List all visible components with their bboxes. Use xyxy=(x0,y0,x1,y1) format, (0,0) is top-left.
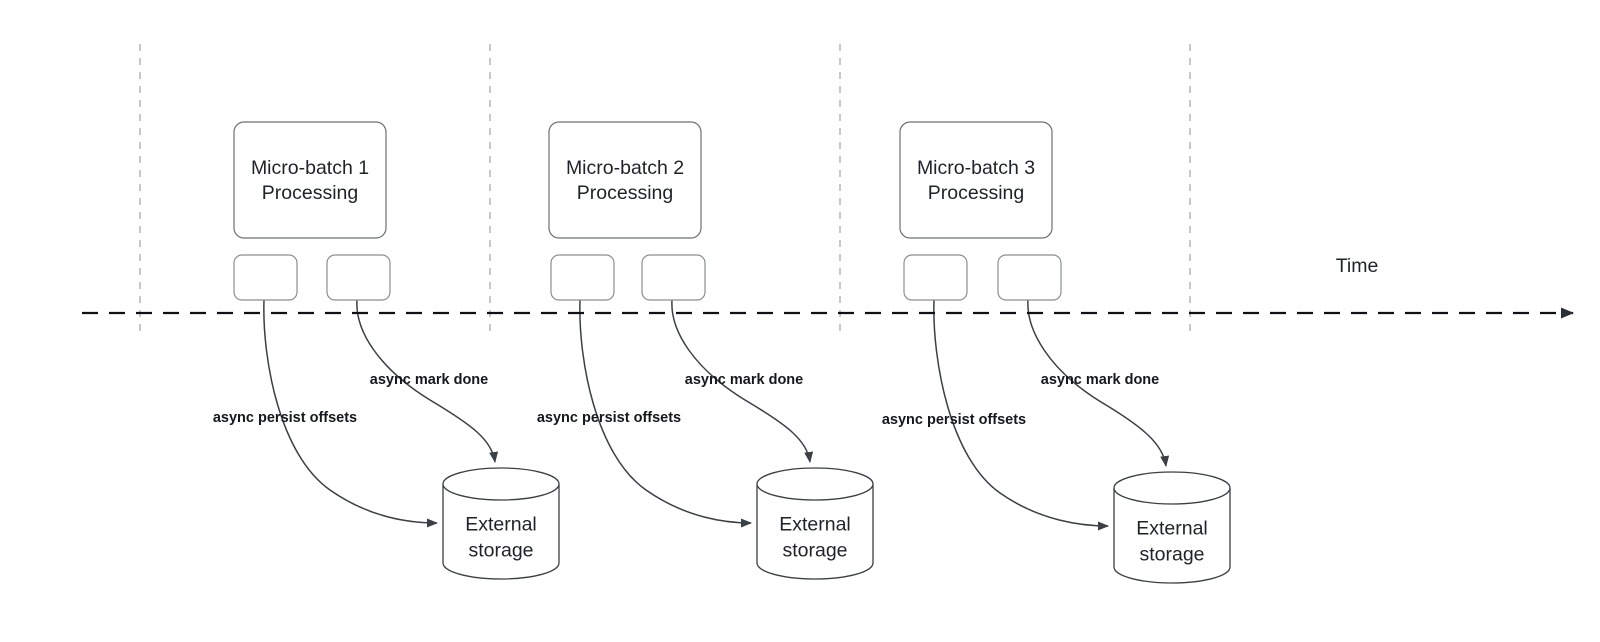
storage-cylinder-top xyxy=(442,467,560,501)
time-axis-label: Time xyxy=(1336,255,1379,277)
edge-mark-done xyxy=(1027,299,1170,467)
edge-mark-done-label: async mark done xyxy=(1041,372,1159,388)
storage-cylinder-body[interactable] xyxy=(442,484,560,580)
flow-edges-layer xyxy=(263,299,1170,531)
storage-label-line1: External xyxy=(1136,518,1208,540)
task-box-persist[interactable] xyxy=(550,254,615,301)
micro-batch-label-line1: Micro-batch 3 xyxy=(917,157,1035,179)
micro-batch-box[interactable] xyxy=(233,121,387,239)
storage-label-line1: External xyxy=(465,514,537,536)
task-box-markdone[interactable] xyxy=(997,254,1062,301)
storage-cylinder-body[interactable] xyxy=(1113,488,1231,584)
timeline-axis: Time xyxy=(82,255,1574,319)
timeline-tick-lines xyxy=(139,44,1191,332)
storage-label-line2: storage xyxy=(468,540,533,562)
storage-cylinder-top xyxy=(1113,471,1231,505)
micro-batch-label-line1: Micro-batch 1 xyxy=(251,157,369,179)
storage-cylinder-top xyxy=(756,467,874,501)
micro-batch-label-line2: Processing xyxy=(262,182,358,204)
micro-batch-box[interactable] xyxy=(899,121,1053,239)
micro-batch-box[interactable] xyxy=(548,121,702,239)
edge-persist-offsets-label: async persist offsets xyxy=(882,412,1026,428)
edge-mark-done xyxy=(356,299,499,463)
task-box-persist[interactable] xyxy=(903,254,968,301)
edge-mark-done xyxy=(671,299,814,463)
edge-persist-offsets-label: async persist offsets xyxy=(537,410,681,426)
task-box-markdone[interactable] xyxy=(641,254,706,301)
edge-mark-done-label: async mark done xyxy=(685,372,803,388)
edge-labels-layer: async persist offsets async mark done asyn… xyxy=(213,372,1159,428)
task-box-persist[interactable] xyxy=(233,254,298,301)
edge-persist-offsets xyxy=(263,299,438,528)
storage-label-line2: storage xyxy=(1139,544,1204,566)
edge-persist-offsets xyxy=(579,299,752,528)
micro-batch-label-line2: Processing xyxy=(928,182,1024,204)
micro-batch-label-line2: Processing xyxy=(577,182,673,204)
micro-batch-label-line1: Micro-batch 2 xyxy=(566,157,684,179)
storage-label-line1: External xyxy=(779,514,851,536)
storage-cylinder-body[interactable] xyxy=(756,484,874,580)
edge-mark-done-label: async mark done xyxy=(370,372,488,388)
edge-persist-offsets xyxy=(933,299,1109,531)
edge-persist-offsets-label: async persist offsets xyxy=(213,410,357,426)
task-box-markdone[interactable] xyxy=(326,254,391,301)
storage-label-line2: storage xyxy=(782,540,847,562)
nodes-layer: Micro-batch 1ProcessingExternalstorageMi… xyxy=(233,121,1231,584)
